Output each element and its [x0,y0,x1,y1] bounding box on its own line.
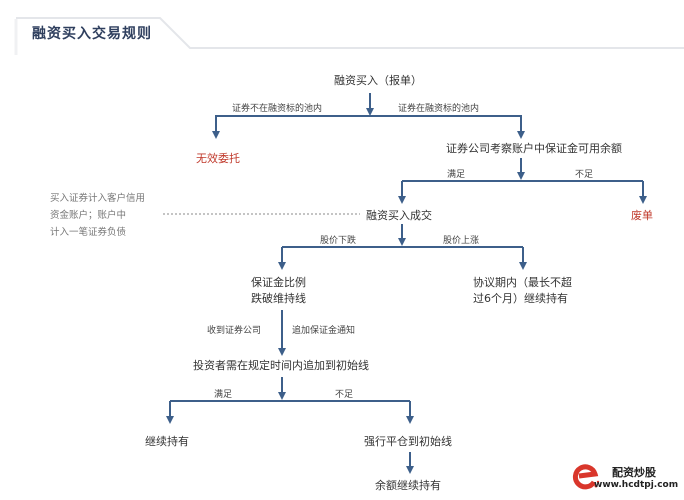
label-sufficient-2: 满足 [214,390,233,400]
node-check-margin: 证券公司考察账户中保证金可用余额 [446,142,622,155]
watermark-name: 配资炒股 [612,466,656,479]
label-insufficient-2: 不足 [335,390,354,400]
header-decoration [14,17,684,55]
node-forced-liquidation: 强行平仓到初始线 [364,435,452,448]
node-margin-buy-order: 融资买入（报单） [334,74,422,87]
node-buy-success: 融资买入成交 [366,209,432,222]
watermark-url: www.hcdtpj.com [594,480,679,490]
node-continue-hold: 继续持有 [145,435,189,448]
node-top-up-margin: 投资者需在规定时间内追加到初始线 [193,359,369,372]
page-title: 融资买入交易规则 [32,26,152,42]
label-receive-notice-a: 收到证券公司 [207,326,262,336]
side-note-line1: 买入证券计入客户信用 [50,193,146,204]
node-margin-breach-line2: 跌破维持线 [251,292,306,305]
label-in-pool: 证券在融资标的池内 [398,104,480,114]
label-price-up: 股价上涨 [443,236,480,246]
side-note-line2: 资金账户；账户中 [50,210,127,221]
label-price-down: 股价下跌 [320,236,357,246]
label-not-in-pool: 证券不在融资标的池内 [232,104,323,114]
node-remaining-hold: 余额继续持有 [375,479,441,492]
label-sufficient-1: 满足 [447,170,466,180]
watermark-logo: 配资炒股 www.hcdtpj.com [572,462,682,496]
node-margin-breach-line1: 保证金比例 [251,276,306,289]
node-rejected-order: 废单 [631,209,653,222]
node-hold-period-line1: 协议期内（最长不超 [473,276,572,289]
node-invalid-order: 无效委托 [196,152,240,165]
label-receive-notice-b: 追加保证金通知 [292,326,356,336]
side-note-line3: 计入一笔证券负债 [50,227,127,238]
label-insufficient-1: 不足 [575,170,594,180]
node-hold-period-line2: 过6个月）继续持有 [473,292,568,305]
e-logo-icon [572,464,600,490]
